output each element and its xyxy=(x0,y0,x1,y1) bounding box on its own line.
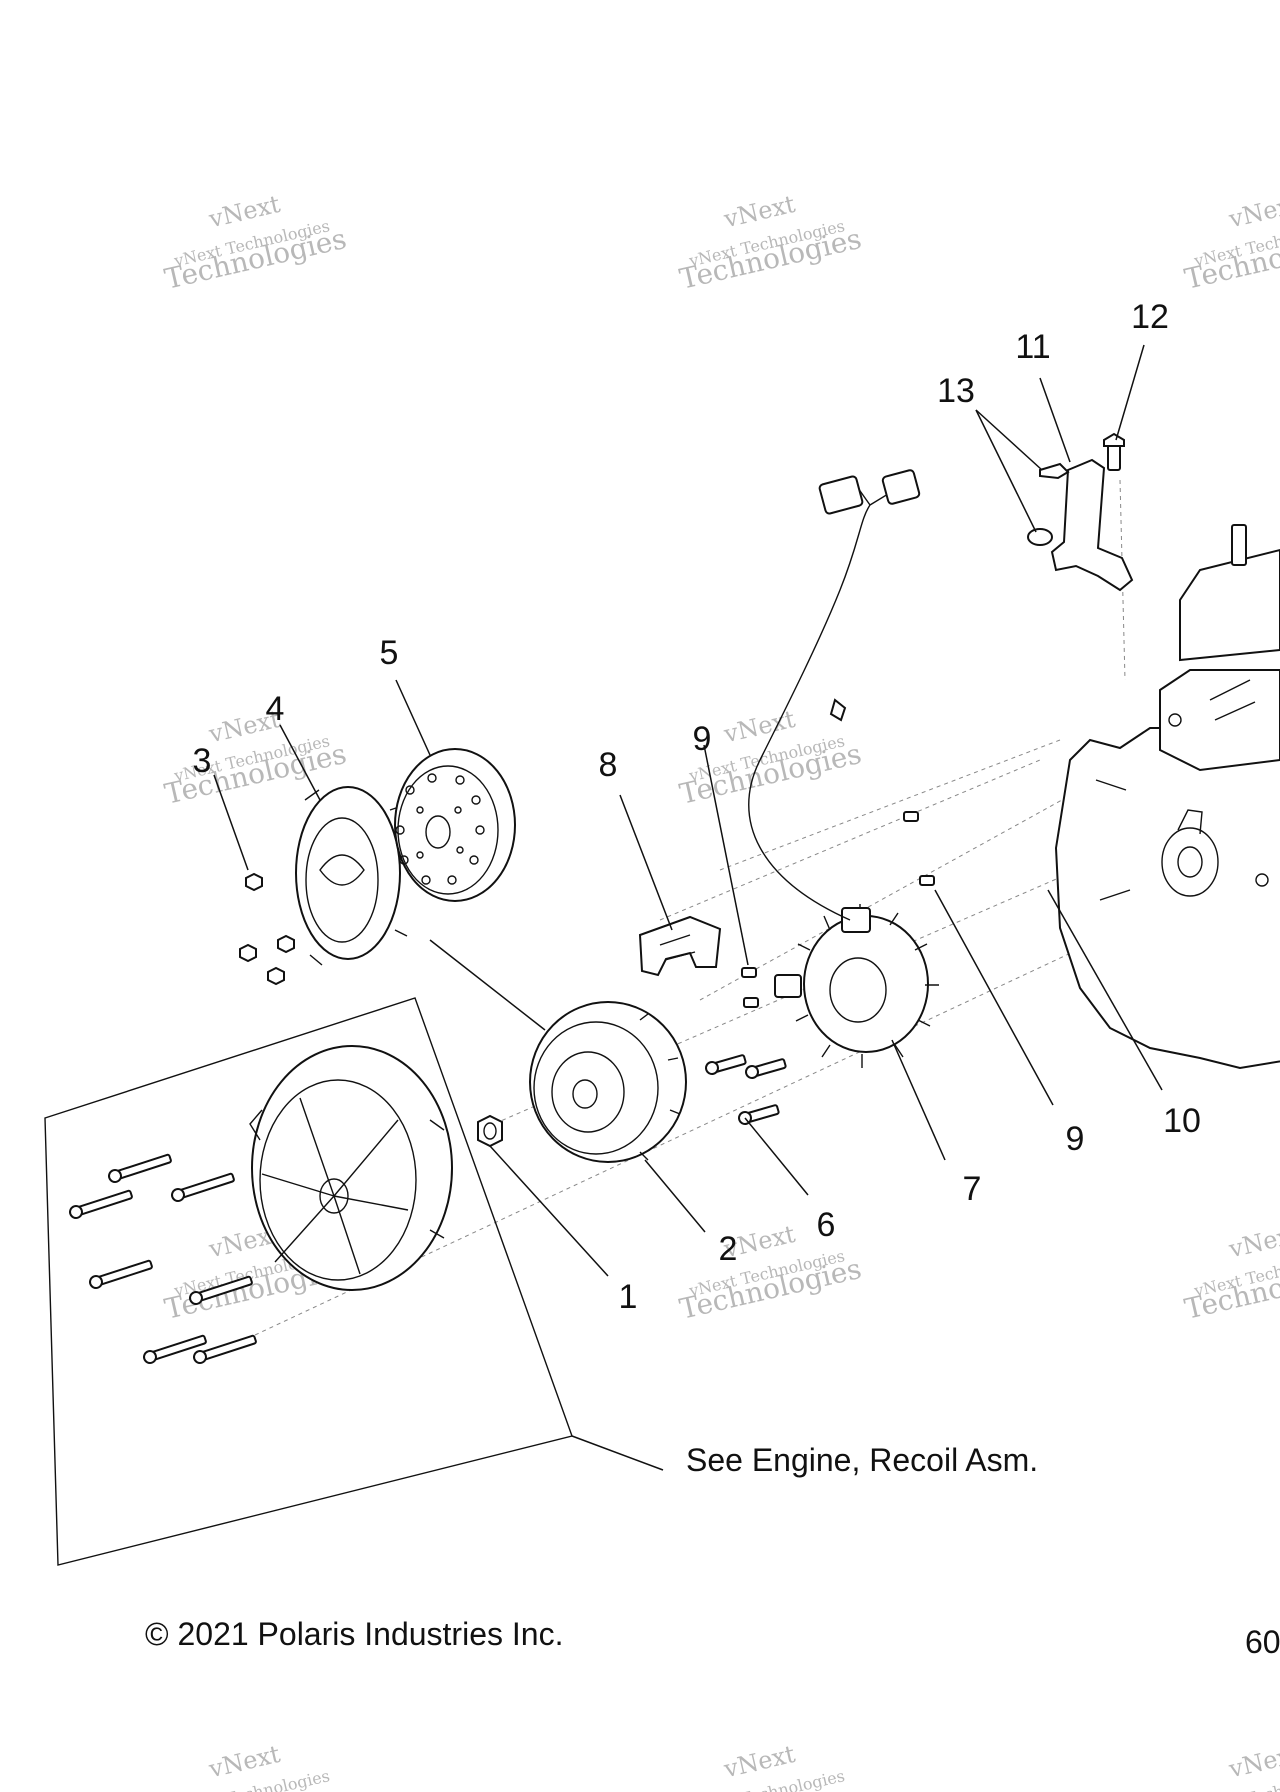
part-3-bolts xyxy=(239,872,295,986)
part-9-screws xyxy=(741,811,935,1008)
recoil-assembly-inset-box xyxy=(44,997,664,1566)
callout-9b: 9 xyxy=(1066,1120,1085,1158)
callout-3: 3 xyxy=(193,742,212,780)
part-8-bracket xyxy=(638,915,722,977)
callout-10: 10 xyxy=(1163,1102,1201,1140)
callout-11: 11 xyxy=(1015,328,1050,366)
part-7-stator xyxy=(774,904,939,1068)
callout-8: 8 xyxy=(599,746,618,784)
callout-13: 13 xyxy=(937,372,975,410)
callout-2: 2 xyxy=(719,1230,738,1268)
callout-1: 1 xyxy=(619,1278,638,1316)
watermark-line1: vNext xyxy=(720,705,798,749)
part-1-flywheel-nut xyxy=(477,1114,503,1148)
callout-6: 6 xyxy=(817,1206,836,1244)
part-5-flywheel-disc xyxy=(394,748,516,902)
leader-lines xyxy=(213,344,1163,1277)
page-number: 60 xyxy=(1245,1624,1280,1660)
engine-crankcase xyxy=(1054,524,1280,1070)
callout-12: 12 xyxy=(1131,298,1169,336)
callout-7: 7 xyxy=(963,1170,982,1208)
callout-numbers: 1 2 3 4 5 6 7 8 9 9 10 11 12 13 xyxy=(193,298,1201,1316)
part-4-starter-cup xyxy=(295,786,408,966)
parts-11-12-13-bracket xyxy=(1026,432,1134,592)
copyright-text: © 2021 Polaris Industries Inc. xyxy=(145,1616,564,1652)
watermark-line1: vNext xyxy=(720,1740,798,1784)
part-6-stator-bolts xyxy=(705,1054,787,1125)
callout-9a: 9 xyxy=(693,720,712,758)
watermark-line1: vNext xyxy=(720,190,798,234)
recoil-bolts xyxy=(69,1153,257,1364)
callout-4: 4 xyxy=(266,690,285,728)
watermark-line1: vNext xyxy=(1225,1220,1280,1264)
wiring-harness xyxy=(748,469,921,921)
recoil-reference-note: See Engine, Recoil Asm. xyxy=(686,1442,1039,1478)
recoil-housing-part xyxy=(249,1045,453,1291)
watermark-line1: vNext xyxy=(1225,1740,1280,1784)
watermark-line1: vNext xyxy=(205,190,283,234)
part-2-flywheel xyxy=(529,1001,687,1163)
watermark-line1: vNext xyxy=(205,1740,283,1784)
watermark-line1: vNext xyxy=(1225,190,1280,234)
callout-5: 5 xyxy=(380,634,399,672)
